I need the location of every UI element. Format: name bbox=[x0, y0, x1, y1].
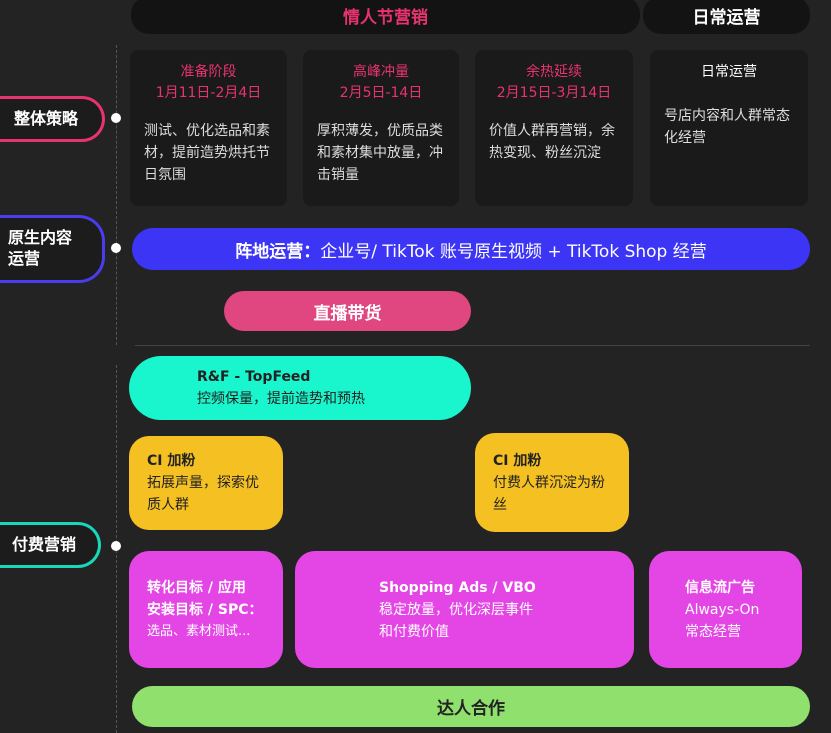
kol-label: 达人合作 bbox=[437, 699, 505, 719]
card-desc: 测试、优化选品和素材，提前造势烘托节日氛围 bbox=[144, 123, 270, 183]
header-valentine-marketing: 情人节营销 bbox=[131, 0, 640, 34]
card-date: 1月11日-2月4日 bbox=[155, 85, 262, 101]
live-commerce-bar: 直播带货 bbox=[224, 291, 471, 331]
block-title: 转化目标 / 应用 bbox=[147, 579, 246, 596]
kol-cooperation-bar: 达人合作 bbox=[132, 686, 810, 727]
timeline-dot bbox=[111, 243, 121, 253]
ci-follow-block-1: CI 加粉拓展声量，探索优质人群 bbox=[129, 436, 283, 530]
block-desc: Always-On bbox=[685, 601, 760, 618]
header-daily-label: 日常运营 bbox=[692, 7, 761, 28]
timeline-line bbox=[116, 45, 117, 345]
block-desc: 付费人群沉淀为粉丝 bbox=[493, 474, 605, 513]
label-text: 整体策略 bbox=[13, 108, 78, 128]
header-valentine-label: 情人节营销 bbox=[343, 7, 428, 28]
timeline-dot bbox=[111, 541, 121, 551]
card-title: 高峰冲量 bbox=[353, 64, 409, 80]
divider bbox=[135, 345, 810, 346]
block-desc: 常态经营 bbox=[685, 623, 741, 640]
timeline-dot bbox=[111, 113, 121, 123]
card-title: 准备阶段 bbox=[180, 64, 237, 80]
shopping-ads-block: Shopping Ads / VBO 稳定放量，优化深层事件和付费价值 bbox=[295, 551, 634, 668]
block-desc: 稳定放量，优化深层事件和付费价值 bbox=[379, 601, 533, 640]
label-overall-strategy: 整体策略 bbox=[0, 96, 105, 142]
phase-card-prepare: 准备阶段 1月11日-2月4日 测试、优化选品和素材，提前造势烘托节日氛围 bbox=[130, 50, 287, 206]
block-title: CI 加粉 bbox=[493, 452, 542, 469]
block-title: 信息流广告 bbox=[685, 579, 755, 596]
card-date: 2月5日-14日 bbox=[339, 85, 423, 101]
block-title: CI 加粉 bbox=[147, 453, 196, 469]
card-desc: 价值人群再营销，余热变现、粉丝沉淀 bbox=[489, 123, 615, 161]
block-title: R&F - TopFeed bbox=[197, 369, 311, 385]
card-desc: 厚积薄发，优质品类和素材集中放量，冲击销量 bbox=[317, 123, 443, 183]
block-desc: 拓展声量，探索优质人群 bbox=[147, 475, 259, 513]
bar-bold: 阵地运营： bbox=[235, 241, 321, 262]
block-title: Shopping Ads / VBO bbox=[379, 579, 536, 596]
block-title: 安装目标 / SPC： bbox=[147, 601, 263, 618]
phase-card-daily: 日常运营 号店内容和人群常态化经营 bbox=[650, 50, 808, 206]
conversion-goal-block: 转化目标 / 应用安装目标 / SPC： 选品、素材测试... bbox=[129, 551, 283, 668]
feed-ads-block: 信息流广告 Always-On 常态经营 bbox=[649, 551, 802, 668]
native-operation-bar: 阵地运营：企业号/ TikTok 账号原生视频 + TikTok Shop 经营 bbox=[132, 228, 810, 270]
block-desc: 控频保量，提前造势和预热 bbox=[197, 391, 365, 407]
card-desc: 号店内容和人群常态化经营 bbox=[664, 108, 790, 146]
bar-text: 企业号/ TikTok 账号原生视频 + TikTok Shop 经营 bbox=[320, 241, 707, 262]
rf-topfeed-block: R&F - TopFeed 控频保量，提前造势和预热 bbox=[129, 356, 471, 420]
ci-follow-block-2: CI 加粉付费人群沉淀为粉丝 bbox=[475, 433, 629, 532]
header-daily-operation: 日常运营 bbox=[643, 0, 810, 34]
live-label: 直播带货 bbox=[313, 303, 382, 324]
phase-card-peak: 高峰冲量 2月5日-14日 厚积薄发，优质品类和素材集中放量，冲击销量 bbox=[303, 50, 459, 206]
label-text: 原生内容运营 bbox=[8, 228, 73, 268]
label-text: 付费营销 bbox=[11, 534, 76, 554]
card-date: 2月15日-3月14日 bbox=[496, 85, 612, 101]
label-paid-marketing: 付费营销 bbox=[0, 522, 101, 568]
card-title: 日常运营 bbox=[701, 64, 757, 80]
block-desc: 选品、素材测试... bbox=[147, 623, 251, 639]
card-title: 余热延续 bbox=[526, 64, 582, 80]
phase-card-afterglow: 余热延续 2月15日-3月14日 价值人群再营销，余热变现、粉丝沉淀 bbox=[475, 50, 633, 206]
label-native-content: 原生内容运营 bbox=[0, 215, 105, 283]
